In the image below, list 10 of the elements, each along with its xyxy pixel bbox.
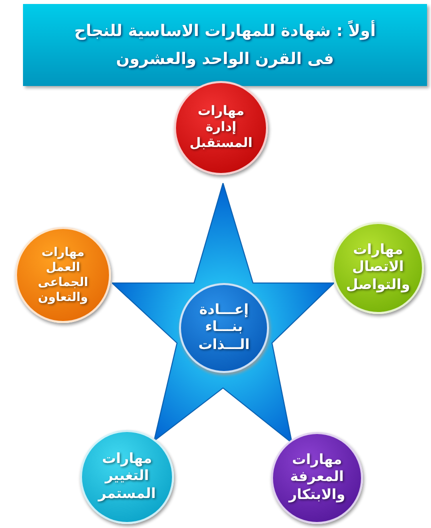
node-label: مهارات العمل الجماعى والتعاون [36, 245, 90, 305]
skill-circle [80, 430, 174, 524]
title: أولاً : شهادة للمهارات الاساسية للنجاح فى القرن الواحد والعشرون [73, 19, 377, 70]
star-shape [112, 183, 334, 443]
node-label: إعـــادة بنـــاء الـــذات [197, 302, 251, 354]
node-label: مهارات إدارة المستقبل [188, 104, 254, 152]
skill-circle [271, 432, 363, 524]
node-label: مهارات المعرفة والابتكار [287, 452, 346, 504]
node-label: مهارات الاتصال والتواصل [344, 242, 412, 294]
node-label: مهارات التغيير المستمر [96, 450, 157, 504]
